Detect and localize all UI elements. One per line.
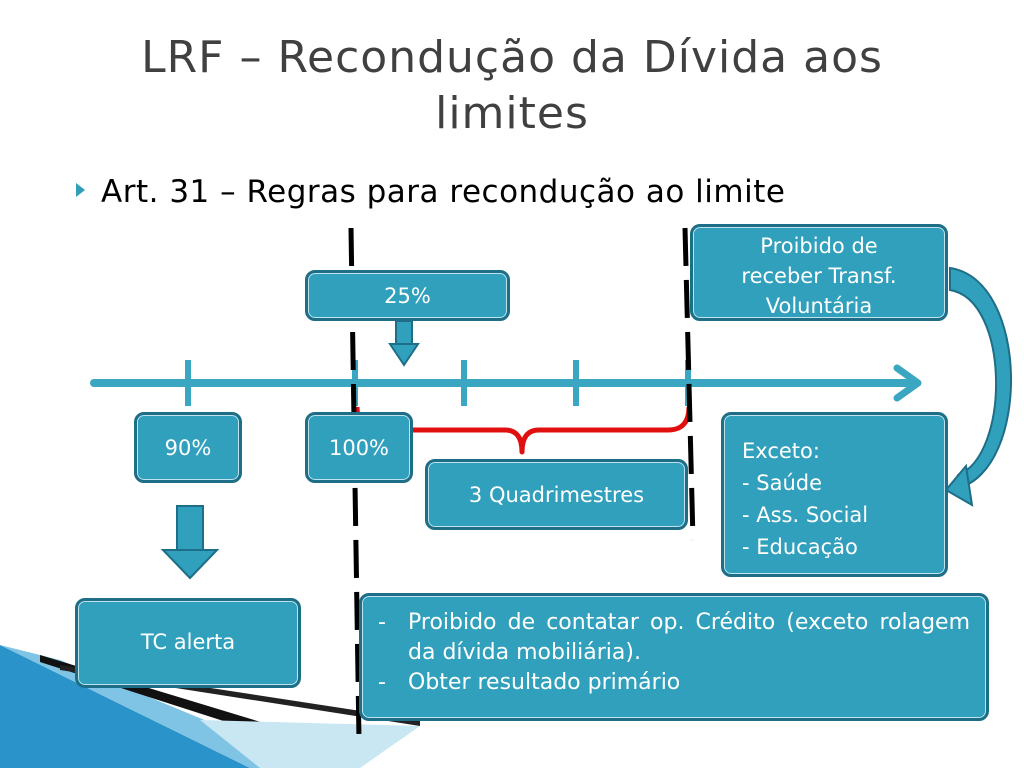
bullet-text: Art. 31 – Regras para recondução ao limi… [101,174,786,210]
box-25-percent: 25% [305,270,510,321]
box-100-percent-label: 100% [328,436,390,460]
bullet-line: Art. 31 – Regras para recondução ao limi… [76,172,785,212]
restricao-item: - Proibido de contatar op. Crédito (exce… [378,608,970,668]
restricao-text: Obter resultado primário [408,670,681,695]
slide-title: LRF – Recondução da Dívida aos limites [141,32,883,139]
box-3-quadrimestres: 3 Quadrimestres [425,459,688,530]
box-proibido-transf: Proibido de receber Transf. Voluntária [690,224,948,321]
restricao-dash: - [378,670,386,695]
box-25-percent-label: 25% [384,284,431,308]
exceto-line-3: - Ass. Social [742,503,869,527]
down-arrow-small [388,320,420,367]
dashed-line-right [682,227,696,541]
box-90-percent-label: 90% [164,436,212,460]
proibido-line-1: Proibido de [760,234,878,258]
exceto-line-2: - Saúde [742,471,823,495]
box-100-percent: 100% [305,412,413,483]
proibido-line-3: Voluntária [765,294,873,318]
box-tc-alerta: TC alerta [75,598,301,688]
restricao-dash: - [378,610,386,635]
timeline [90,360,922,406]
quadrimestres-label: 3 Quadrimestres [468,483,645,507]
exceto-line-4: - Educação [742,535,858,559]
restricao-item: - Obter resultado primário [378,668,970,698]
box-exceto: Exceto: - Saúde - Ass. Social - Educação [721,412,948,577]
bullet-arrow-icon [76,183,85,197]
restricao-text: Proibido de contatar op. Crédito (exceto… [408,610,970,665]
down-arrow-large [160,505,220,580]
box-90-percent: 90% [134,412,242,483]
exceto-line-1: Exceto: [742,439,820,463]
tc-alerta-label: TC alerta [140,630,236,654]
proibido-line-2: receber Transf. [741,264,897,288]
curved-arrow [944,266,1012,507]
box-restricoes: - Proibido de contatar op. Crédito (exce… [359,593,989,721]
